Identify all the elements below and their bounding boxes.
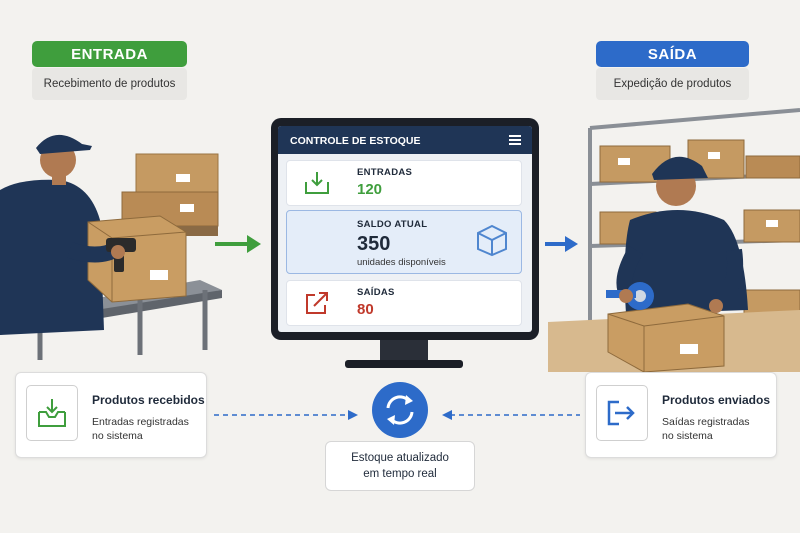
saldo-value: 350 xyxy=(357,233,391,255)
sync-caption-line1: Estoque atualizado xyxy=(351,452,449,464)
entradas-value: 120 xyxy=(357,181,383,198)
saidas-row: SAÍDAS 80 xyxy=(286,280,522,326)
saida-title: SAÍDA xyxy=(596,41,749,67)
saldo-label: SALDO ATUAL xyxy=(357,219,428,230)
card-sent-title: Produtos enviados xyxy=(662,393,771,407)
inbox-download-icon xyxy=(26,385,78,441)
shipping-worker-illustration xyxy=(548,108,800,372)
monitor-base xyxy=(345,360,463,368)
dashed-arrow-left-to-center xyxy=(214,410,358,420)
saidas-label: SAÍDAS xyxy=(357,287,395,298)
entradas-label: ENTRADAS xyxy=(357,167,413,178)
card-sent-line1: Saídas registradas xyxy=(662,416,750,428)
sync-caption-line2: em tempo real xyxy=(363,468,437,480)
dashed-arrow-right-to-center xyxy=(442,410,580,420)
arrow-right-blue-icon xyxy=(545,236,578,252)
saldo-row: SALDO ATUAL 350 unidades disponíveis xyxy=(286,210,522,274)
card-received-line1: Entradas registradas xyxy=(92,416,189,428)
screen-header: CONTROLE DE ESTOQUE xyxy=(278,126,532,154)
arrow-right-green-icon xyxy=(215,235,261,253)
entrada-title: ENTRADA xyxy=(32,41,187,67)
screen-title: CONTROLE DE ESTOQUE xyxy=(290,135,421,147)
saida-subtitle: Expedição de produtos xyxy=(596,68,749,100)
receiving-worker-illustration xyxy=(0,134,222,360)
card-produtos-recebidos: Produtos recebidos Entradas registradas … xyxy=(15,372,207,458)
export-arrow-icon xyxy=(596,385,648,441)
download-tray-icon xyxy=(301,169,333,197)
worker-left xyxy=(0,134,104,335)
sync-caption: Estoque atualizado em tempo real xyxy=(325,441,475,491)
card-received-title: Produtos recebidos xyxy=(92,393,205,407)
sync-icon xyxy=(372,382,428,438)
saidas-value: 80 xyxy=(357,301,374,318)
box-being-taped xyxy=(607,303,725,372)
box-icon xyxy=(477,224,507,257)
entradas-row: ENTRADAS 120 xyxy=(286,160,522,206)
card-received-line2: no sistema xyxy=(92,430,143,442)
entrada-subtitle: Recebimento de produtos xyxy=(32,68,187,100)
card-produtos-enviados: Produtos enviados Saídas registradas no … xyxy=(585,372,777,458)
card-sent-line2: no sistema xyxy=(662,430,713,442)
menu-icon[interactable] xyxy=(509,135,521,145)
stock-control-screen: CONTROLE DE ESTOQUE ENTRADAS 120 SALDO A… xyxy=(278,126,532,332)
saldo-caption: unidades disponíveis xyxy=(357,257,446,268)
monitor-neck xyxy=(380,340,428,362)
export-icon xyxy=(301,289,333,317)
